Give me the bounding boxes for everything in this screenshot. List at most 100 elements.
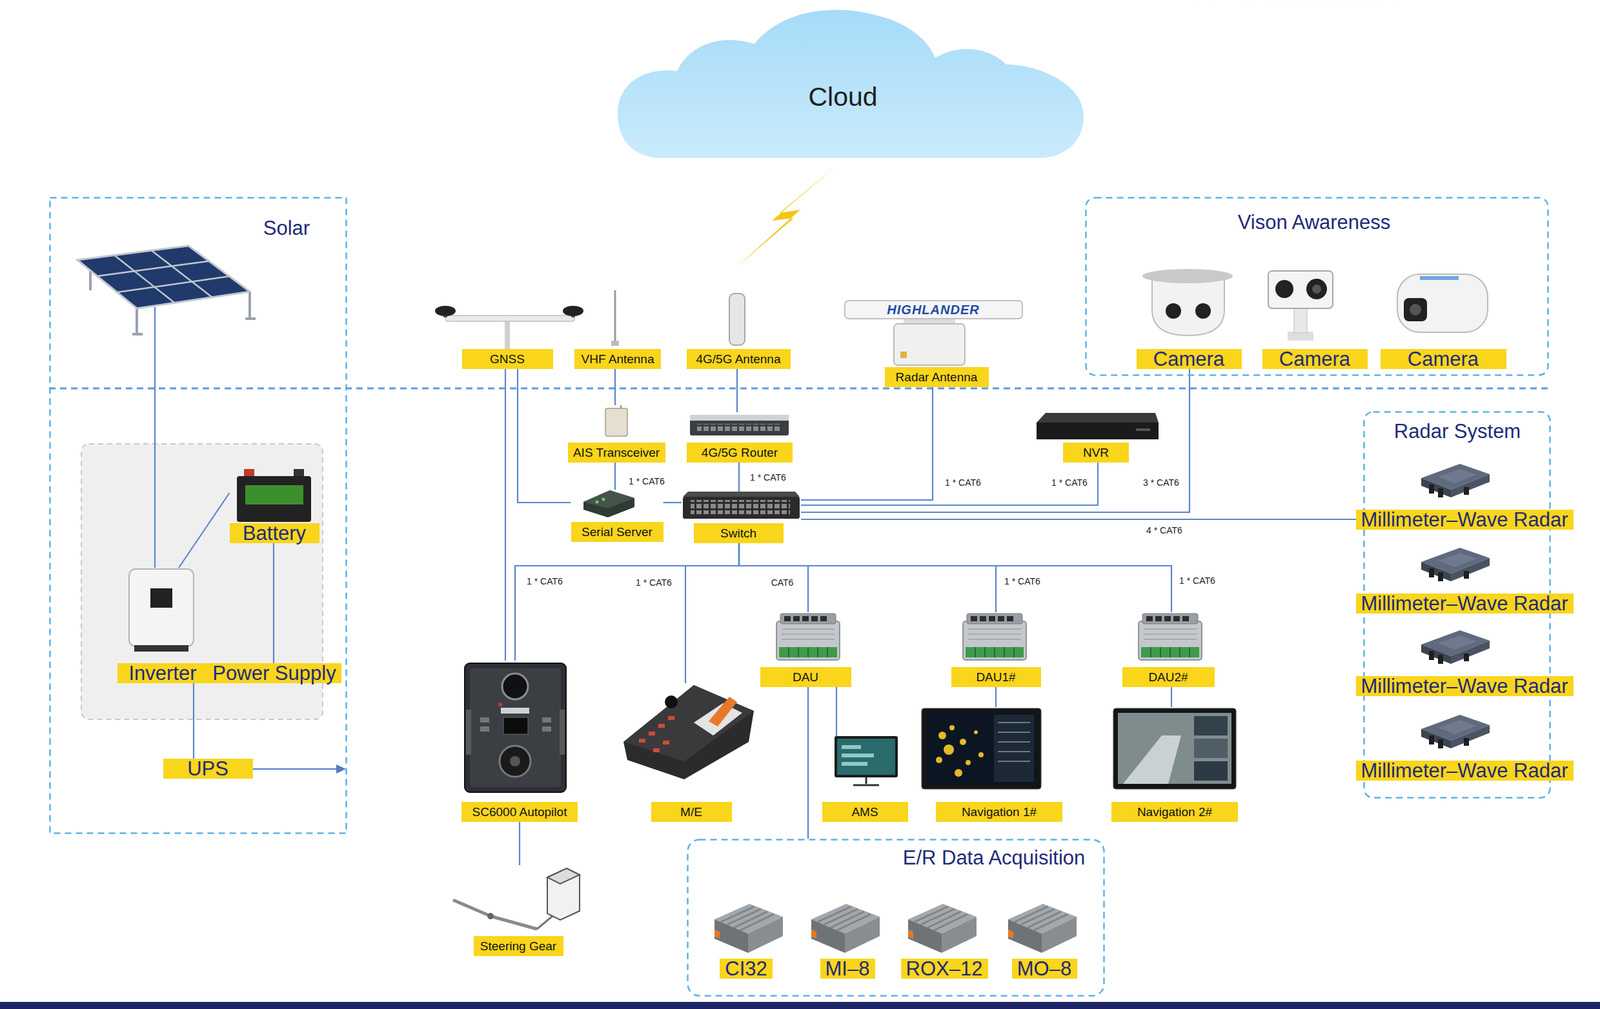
radar-module: [1421, 715, 1490, 749]
device-node: Camera: [1380, 268, 1507, 370]
device-node: Millimeter–Wave Radar: [1356, 542, 1574, 614]
ptz-camera: [1268, 271, 1333, 341]
dome-camera: [1142, 269, 1233, 336]
radar-display: [921, 708, 1042, 790]
cable-connector: [739, 543, 809, 613]
switch-icon: [690, 500, 790, 515]
device-node: Inverter: [117, 567, 209, 684]
radar-antenna-icon: [893, 324, 965, 366]
dome-camera: [1165, 303, 1182, 319]
device-label: DAU1#: [951, 667, 1042, 688]
group-title: E/R Data Acquisition: [902, 846, 1086, 871]
vhf-whip: [614, 290, 617, 344]
cable-connector: [738, 462, 740, 492]
group-outline: [49, 196, 348, 835]
camera-display: [1194, 716, 1228, 736]
device-label: DAU: [760, 667, 852, 688]
cloud-shape: [617, 5, 1084, 159]
device-node: GNSS: [433, 305, 584, 370]
box-camera: [1409, 303, 1422, 316]
cloud-label: Cloud: [808, 81, 878, 113]
io-module: [1008, 904, 1077, 954]
radar-display: [978, 752, 984, 758]
device-node: ROX–12: [901, 897, 989, 980]
nvr-icon: [1036, 413, 1159, 440]
gnss-antenna: [435, 305, 456, 317]
vhf-whip: [611, 340, 619, 346]
ups-arrow: [253, 768, 339, 770]
gnss-antenna: [445, 315, 575, 322]
solar-panel: [77, 245, 250, 309]
cable-connector: [685, 543, 740, 684]
device-node: AIS Transceiver: [567, 405, 666, 463]
radar-display: [926, 713, 1037, 785]
battery-icon: [236, 476, 312, 523]
cloud-outline: [617, 9, 1084, 159]
ptz-camera: [1294, 307, 1307, 334]
cable-connector: [518, 822, 521, 866]
device-node: Millimeter–Wave Radar: [1356, 709, 1574, 781]
cloud-node: Cloud: [617, 5, 1084, 159]
ams-monitor: [834, 736, 898, 786]
group-region: Radar SystemMillimeter–Wave RadarMillime…: [1363, 411, 1551, 800]
device-label: VHF Antenna: [574, 349, 661, 370]
radar-display: [954, 769, 963, 778]
dashed-border: [50, 198, 347, 834]
steering-gear-icon: [487, 913, 494, 920]
autopilot-console: [559, 709, 565, 756]
radar-module: [1421, 547, 1490, 582]
gnss-antenna: [435, 305, 584, 350]
cable-connector: [517, 369, 572, 503]
engine-control-console: [623, 685, 754, 762]
device-label: DAU2#: [1122, 667, 1215, 688]
cellular-antenna: [729, 293, 745, 346]
device-label: Radar Antenna: [884, 367, 989, 388]
autopilot-console: [503, 717, 528, 735]
inverter-icon: [129, 569, 194, 647]
ptz-camera: [1312, 284, 1322, 294]
gnss-antenna: [562, 305, 584, 317]
device-node: MI–8: [811, 897, 880, 980]
cable-connector: [515, 543, 740, 661]
device-label: Navigation 2#: [1111, 802, 1238, 823]
serial-server-icon: [583, 490, 635, 518]
battery-icon: [293, 469, 304, 477]
serial-server-icon: [583, 490, 635, 509]
cable-label: 1 * CAT6: [942, 477, 983, 488]
cable-connector: [178, 493, 230, 568]
group-region: SolarBatteryInverterPower SupplyUPS: [49, 196, 348, 835]
device-node: 4G/5G Router: [686, 412, 793, 463]
ais-transceiver-icon: [605, 408, 628, 437]
dau-unit: [962, 613, 1027, 661]
device-label: CI32: [719, 959, 773, 980]
autopilot-console: [500, 708, 530, 714]
device-label: ROX–12: [901, 959, 989, 980]
brand-label: HIGHLANDER: [886, 302, 980, 318]
steering-gear-icon: [547, 868, 580, 885]
cable-connector: [1170, 687, 1173, 708]
dome-camera: [1142, 269, 1233, 284]
cable-connector: [800, 369, 1190, 513]
device-node: Camera: [1262, 265, 1368, 370]
cable-connector: [835, 687, 838, 737]
cable-connector: [504, 369, 507, 661]
device-label: Millimeter–Wave Radar: [1356, 676, 1574, 697]
cable-connector: [192, 683, 195, 760]
autopilot-console: [469, 668, 561, 788]
autopilot-console: [480, 717, 552, 732]
device-node: Navigation 2#: [1111, 707, 1238, 823]
cable-connector: [663, 502, 683, 504]
engine-control-console: [638, 716, 675, 753]
dashed-border: [1086, 198, 1549, 376]
serial-server-icon: [583, 490, 635, 518]
gnss-antenna: [504, 318, 510, 350]
cable-connector: [614, 462, 616, 490]
device-label: AIS Transceiver: [567, 442, 666, 463]
switch-icon: [682, 496, 800, 519]
radar-module: [1421, 464, 1490, 498]
inverter-icon: [134, 645, 189, 652]
device-label: Millimeter–Wave Radar: [1356, 593, 1574, 614]
cable-label: CAT6: [769, 577, 796, 588]
device-node: VHF Antenna: [574, 289, 661, 370]
nvr-icon: [1036, 413, 1159, 423]
